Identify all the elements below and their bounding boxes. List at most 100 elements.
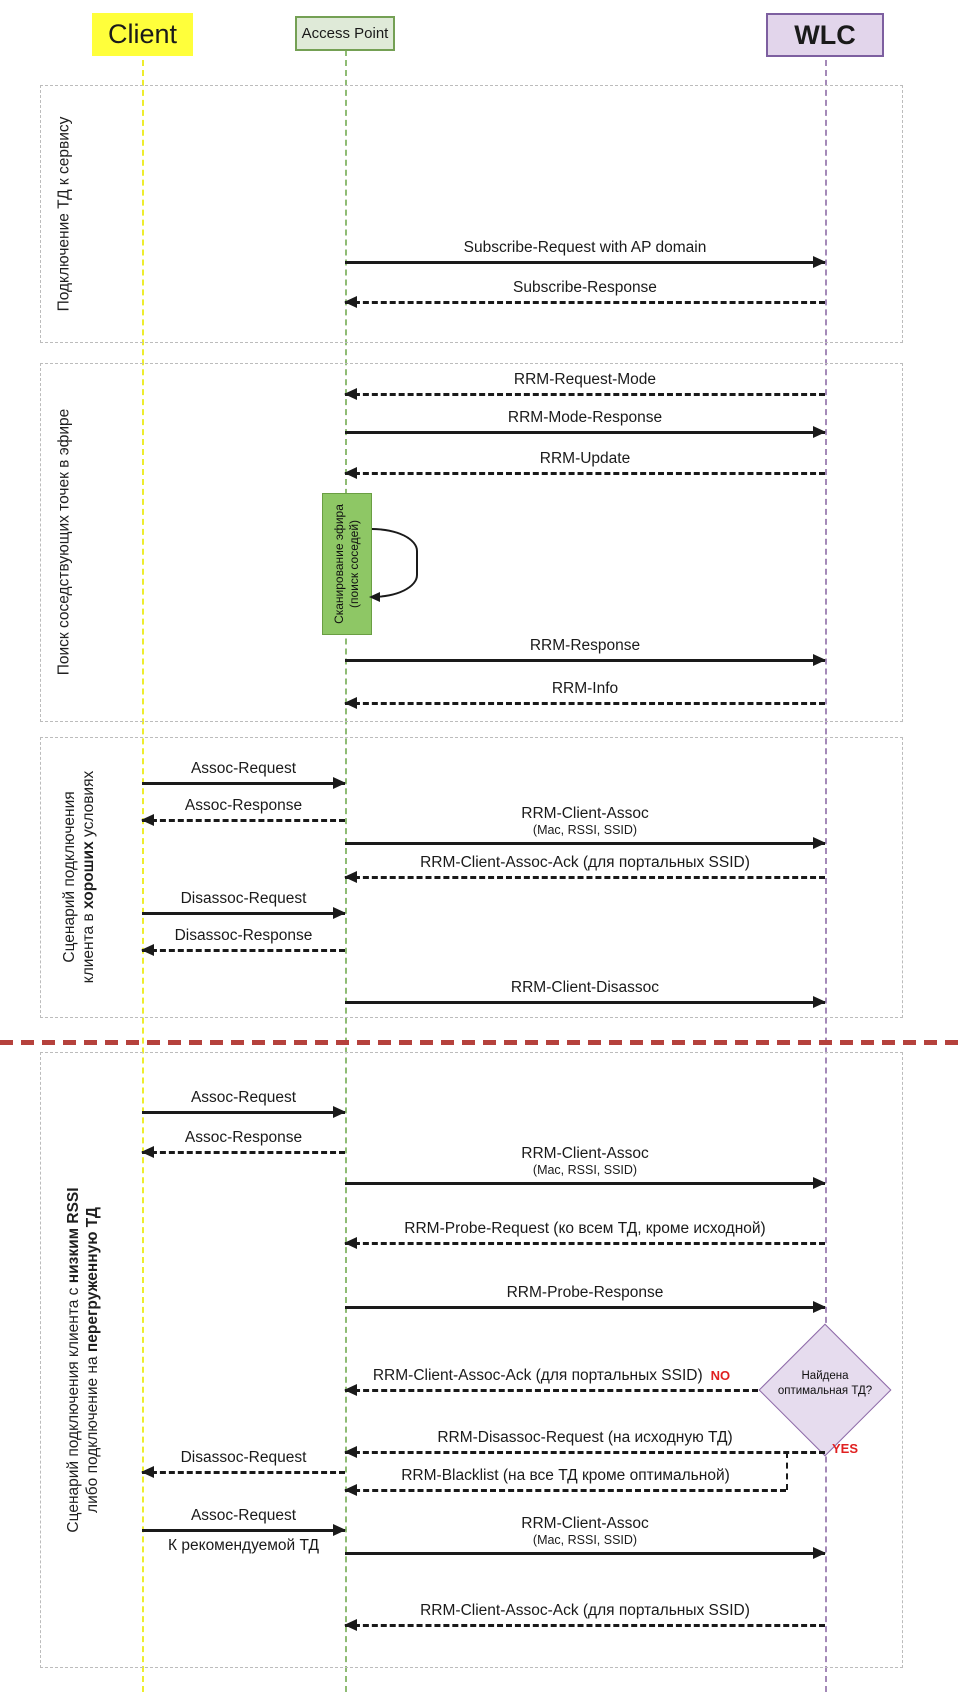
section-title-text: Подключение ТД к сервису [55,116,73,312]
message-label-text: RRM-Probe-Response [506,1283,664,1301]
section-title-text: Сценарий подключения [61,791,78,963]
message-line [345,1551,825,1555]
section-frame-neighbor-scan [40,363,903,722]
message-label: RRM-Update [345,450,825,468]
message-label-text: Assoc-Request [190,759,297,777]
message-label: Subscribe-Request with AP domain [345,239,825,257]
section-title-text-bold: перегруженную ТД [84,1207,101,1353]
message-line [345,1623,825,1627]
message-line [345,1488,786,1492]
message-line [345,471,825,475]
arrowhead-icon [141,944,154,956]
arrowhead-icon [344,1384,357,1396]
decision-yes-label: YES [832,1441,859,1456]
message-label: Assoc-Request [142,760,345,778]
message-label-text: RRM-Mode-Response [507,408,663,426]
arrowhead-icon [344,1484,357,1496]
message-label-text: Assoc-Response [184,1128,303,1146]
section-frame-good-conditions [40,737,903,1018]
arrowhead-icon [141,814,154,826]
message-line [345,875,825,879]
arrowhead-icon [333,777,346,789]
section-title-text: условиях [80,770,97,842]
message-label: RRM-Response [345,637,825,655]
message-label: RRM-Disassoc-Request (на исходную ТД) [345,1429,825,1447]
message-label-text: RRM-Client-Assoc-Ack (для портальных SSI… [420,1601,750,1619]
message-label: RRM-Client-Assoc(Mac, RSSI, SSID) [345,1515,825,1548]
message-label: Assoc-Response [142,1129,345,1147]
message-line [345,1241,825,1245]
message-label-text: RRM-Client-Assoc [521,804,649,822]
message-line [142,781,345,785]
message-label-text: Assoc-Request [190,1506,297,1524]
section-title-text-bold: хороших [80,841,97,909]
section-title-text: либо подключение на [84,1352,101,1513]
arrowhead-icon [344,467,357,479]
message-label-text: Disassoc-Request [180,889,307,907]
section-title-text: Сценарий подключения клиента с [65,1283,82,1533]
message-label-text: RRM-Client-Assoc-Ack (для портальных SSI… [420,853,750,871]
message-label: RRM-Probe-Response [345,1284,825,1302]
message-label-text: Subscribe-Request with AP domain [463,238,707,256]
message-label: RRM-Info [345,680,825,698]
message-label-text: RRM-Client-Assoc [521,1514,649,1532]
actor-wlc-label: WLC [794,19,856,50]
decision-no-label: NO [710,1367,731,1383]
message-below-label: К рекомендуемой ТД [168,1537,319,1554]
message-label: RRM-Client-Assoc-Ack (для портальных SSI… [345,1367,758,1385]
message-line [345,1450,825,1454]
actor-access-point-label: Access Point [301,25,389,42]
message-line [142,911,345,915]
message-label: Subscribe-Response [345,279,825,297]
message-label-text: RRM-Response [529,636,641,654]
air-scan-note: Сканирование эфира (поиск соседей) [322,493,372,635]
message-label: Disassoc-Request [142,890,345,908]
decision-diamond-text: Найдена оптимальная ТД? [762,1369,888,1399]
arrowhead-icon [333,1524,346,1536]
message-label: RRM-Request-Mode [345,371,825,389]
wlc-lifeline [825,50,827,1692]
arrowhead-icon [813,996,826,1008]
client-lifeline [142,50,144,1692]
message-label-text: Assoc-Response [184,796,303,814]
message-label: RRM-Client-Disassoc [345,979,825,997]
section-title-text: Поиск соседствующих точек в эфире [55,408,73,676]
message-label: Assoc-Request [142,1089,345,1107]
message-line [345,1388,758,1392]
message-sublabel: (Mac, RSSI, SSID) [532,1533,638,1548]
message-label-text: RRM-Request-Mode [513,370,657,388]
message-label-text: RRM-Probe-Request (ко всем ТД, кроме исх… [404,1219,766,1237]
section-title-ap-connect: Подключение ТД к сервису [55,117,74,312]
arrowhead-icon [813,837,826,849]
message-line [142,818,345,822]
arrowhead-icon [344,388,357,400]
arrowhead-icon [344,1619,357,1631]
section-title-good-conditions: Сценарий подключения клиента в хороших у… [60,771,98,983]
message-line [345,1305,825,1309]
message-label-text: Subscribe-Response [513,278,657,296]
arrowhead-icon [813,426,826,438]
message-line [345,701,825,705]
message-line [142,1528,345,1532]
actor-wlc: WLC [766,13,884,57]
message-label-text: RRM-Client-Disassoc [510,978,660,996]
message-line [345,300,825,304]
message-label-text: RRM-Info [551,679,619,697]
message-label: Assoc-Request [142,1507,345,1525]
section-title-text: клиента в [80,909,97,984]
message-sublabel: (Mac, RSSI, SSID) [532,1163,638,1178]
actor-client-label: Client [107,19,178,49]
message-label-text: RRM-Disassoc-Request (на исходную ТД) [437,1428,733,1446]
message-line [142,1110,345,1114]
arrowhead-icon [333,1106,346,1118]
message-line [345,1000,825,1004]
message-label: Assoc-Response [142,797,345,815]
actor-access-point: Access Point [295,16,395,51]
arrowhead-icon [344,697,357,709]
phase-divider [0,1040,966,1045]
arrowhead-icon [813,1547,826,1559]
message-line [345,1181,825,1185]
air-scan-note-line2: (поиск соседей) [347,519,361,609]
actor-client: Client [92,13,193,56]
message-label-text: Disassoc-Response [174,926,313,944]
